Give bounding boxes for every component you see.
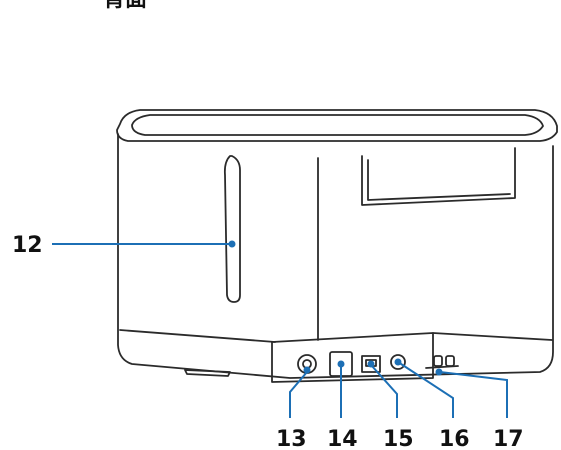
callout-14: 14 (327, 427, 358, 450)
callout-15: 15 (383, 427, 414, 450)
security-slot-2 (445, 355, 455, 367)
audio-port (390, 354, 406, 370)
bottom-foot (184, 369, 231, 377)
air-vent (223, 155, 241, 303)
callout-12: 12 (12, 233, 43, 258)
body-outline (117, 133, 554, 379)
top-lid-inner (131, 114, 544, 136)
leader-13 (289, 371, 308, 418)
leader-dot-14 (337, 360, 345, 368)
callout-17: 17 (493, 427, 524, 450)
lower-band (119, 329, 553, 343)
side-grip-recess (361, 147, 516, 206)
callout-16: 16 (439, 427, 470, 450)
leader-15 (371, 365, 398, 418)
leader-17 (439, 371, 508, 418)
leader-16 (397, 361, 454, 418)
heading-text: 背面 (103, 0, 147, 12)
top-lid (116, 109, 558, 142)
security-slot-base (425, 365, 459, 369)
projector-drawing (116, 109, 558, 383)
callout-labels: 12 13 14 15 16 17 (12, 233, 524, 450)
leader-dot-16 (394, 358, 402, 366)
callout-13: 13 (276, 427, 307, 450)
leader-dot-13 (303, 366, 311, 374)
leader-dot-15 (367, 360, 375, 368)
connector-panel (271, 332, 434, 383)
callout-leaders (52, 240, 508, 418)
leader-dot-12 (228, 240, 236, 248)
leader-dot-17 (435, 368, 443, 376)
lan-port (361, 355, 381, 373)
security-slot (433, 355, 443, 367)
